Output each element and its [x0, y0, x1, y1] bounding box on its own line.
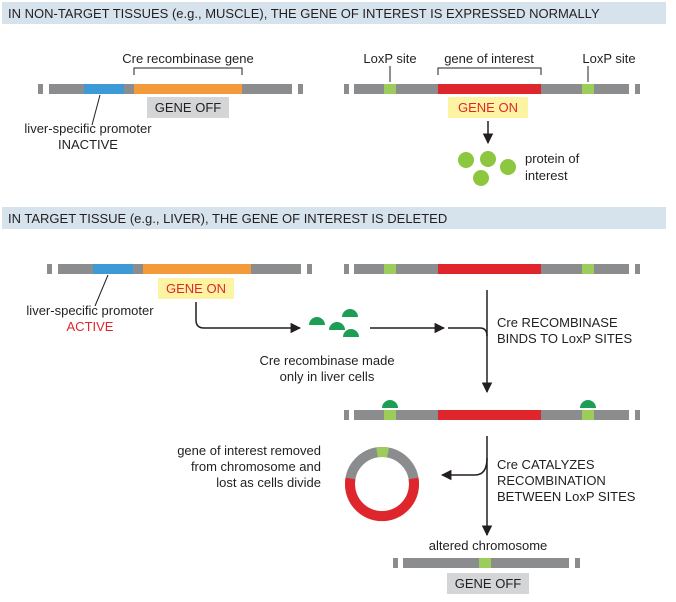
- promoter-label-active-2: ACTIVE: [67, 319, 114, 334]
- gene-of-interest-label: gene of interest: [444, 51, 534, 66]
- gene-on-status: GENE ON: [458, 100, 518, 115]
- cre-gene-segment: [134, 84, 242, 94]
- section1-header: IN NON-TARGET TISSUES (e.g., MUSCLE), TH…: [8, 6, 600, 21]
- gene-on-badge-bg: [448, 97, 528, 118]
- altered-chromosome: [393, 558, 580, 568]
- promoter-label-active-1: liver-specific promoter: [26, 303, 154, 318]
- promoter-pointer: [91, 94, 101, 126]
- loxp-site-right: [582, 84, 594, 94]
- gene-off-badge-bg: [147, 97, 229, 118]
- removed-label-3: lost as cells divide: [216, 475, 321, 490]
- liver-promoter-segment: [84, 84, 124, 94]
- removed-label-2: from chromosome and: [191, 459, 321, 474]
- gene-off-final-badge-bg: [447, 573, 529, 594]
- chromosome-liver-cre: [47, 264, 312, 274]
- catalyzes-label-1: Cre CATALYZES: [497, 457, 595, 472]
- section2-header: IN TARGET TISSUE (e.g., LIVER), THE GENE…: [8, 211, 447, 226]
- excised-circular-dna: [345, 447, 419, 522]
- section2-header-bg: [2, 207, 666, 229]
- loxp-left-label: LoxP site: [363, 51, 416, 66]
- binds-label-1: Cre RECOMBINASE: [497, 315, 618, 330]
- cre-made-label-1: Cre recombinase made: [259, 353, 394, 368]
- chromosome-bound: [344, 410, 640, 420]
- chromosome-nontarget-cre: [38, 84, 303, 94]
- cre-gene-segment-active: [143, 264, 251, 274]
- binds-label-2: BINDS TO LoxP SITES: [497, 331, 632, 346]
- loxp-site-remaining: [479, 558, 491, 568]
- cre-made-label-2: only in liver cells: [280, 369, 375, 384]
- cre-expression-arrow: [195, 302, 302, 334]
- gene-off-status: GENE OFF: [155, 100, 222, 115]
- promoter-label-inactive-2: INACTIVE: [58, 137, 118, 152]
- liver-promoter-segment-active: [93, 264, 133, 274]
- gene-on-badge-liver-bg: [158, 278, 234, 299]
- binding-merge-curve: [448, 327, 488, 337]
- loxp-site-left: [384, 84, 396, 94]
- cre-bound-to-loxp: [382, 400, 596, 408]
- gene-on-liver-status: GENE ON: [166, 281, 226, 296]
- loxp-right-label: LoxP site: [582, 51, 635, 66]
- section1-header-bg: [2, 2, 666, 24]
- cre-gene-bracket: [133, 67, 243, 75]
- promoter-label-inactive-1: liver-specific promoter: [24, 121, 152, 136]
- catalyzes-label-2: RECOMBINATION: [497, 473, 606, 488]
- gene-of-interest-segment: [438, 84, 541, 94]
- removed-label-1: gene of interest removed: [177, 443, 321, 458]
- catalyzes-label-3: BETWEEN LoxP SITES: [497, 489, 636, 504]
- chromosome-liver-gene: [344, 264, 640, 274]
- cre-gene-label: Cre recombinase gene: [122, 51, 254, 66]
- promoter-active-pointer: [94, 274, 109, 307]
- protein-label-2: interest: [525, 168, 568, 183]
- cre-recombinase-proteins: [309, 309, 359, 337]
- chromosome-nontarget-gene: [344, 84, 640, 94]
- excision-arrow: [440, 457, 488, 481]
- protein-of-interest-dots: [458, 151, 516, 186]
- gene-of-interest-bracket: [437, 67, 542, 75]
- altered-chromosome-label: altered chromosome: [429, 538, 548, 553]
- gene-off-final-status: GENE OFF: [455, 576, 522, 591]
- protein-label-1: protein of: [525, 151, 580, 166]
